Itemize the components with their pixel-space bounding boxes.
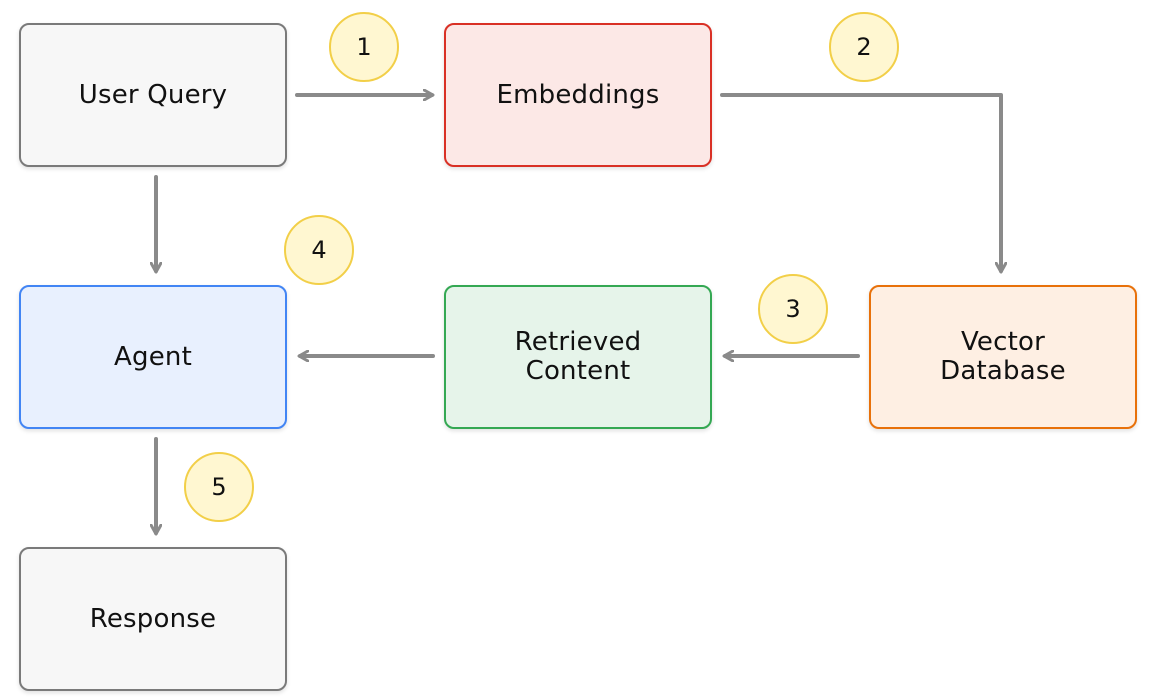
node-retrieved-content: Retrieved Content <box>444 285 712 429</box>
node-vector-database: Vector Database <box>869 285 1137 429</box>
node-user-query-label: User Query <box>78 79 228 110</box>
node-embeddings-label: Embeddings <box>496 79 660 110</box>
step-badge-1-label: 1 <box>356 33 372 61</box>
node-response-label: Response <box>89 603 217 634</box>
node-agent-label: Agent <box>114 341 192 372</box>
node-embeddings: Embeddings <box>444 23 712 167</box>
step-badge-3: 3 <box>758 274 828 344</box>
arrow-embeddings-to-vector-database <box>720 93 1001 271</box>
step-badge-2: 2 <box>829 12 899 82</box>
node-user-query: User Query <box>19 23 287 167</box>
step-badge-3-label: 3 <box>785 295 801 323</box>
step-badge-1: 1 <box>329 12 399 82</box>
step-badge-5-label: 5 <box>211 473 227 501</box>
step-badge-4-label: 4 <box>311 236 327 264</box>
node-retrieved-content-label: Retrieved Content <box>514 327 642 386</box>
step-badge-4: 4 <box>284 215 354 285</box>
node-vector-database-label: Vector Database <box>940 327 1066 386</box>
node-agent: Agent <box>19 285 287 429</box>
step-badge-2-label: 2 <box>856 33 872 61</box>
step-badge-5: 5 <box>184 452 254 522</box>
node-response: Response <box>19 547 287 691</box>
